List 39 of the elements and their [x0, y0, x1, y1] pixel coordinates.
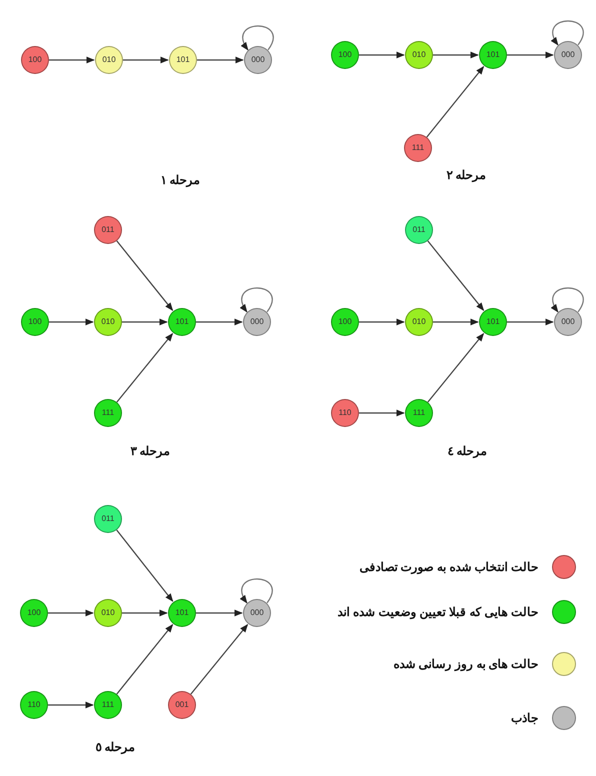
arrow	[190, 624, 248, 695]
arrow	[359, 318, 405, 326]
stage-label: مرحله ٤	[447, 443, 487, 460]
legend-text: حالت های به روز رسانی شده	[393, 656, 538, 673]
arrow	[123, 56, 169, 64]
arrow	[433, 318, 479, 326]
legend-text: حالت انتخاب شده به صورت تصادفی	[359, 559, 538, 576]
arrow	[433, 52, 479, 58]
arrow	[426, 66, 484, 138]
arrow	[122, 610, 168, 616]
self-loop-arrow	[240, 578, 273, 604]
stage-label: مرحله ۳	[130, 443, 170, 460]
stage-label: مرحله ٥	[95, 739, 135, 756]
arrow	[49, 318, 94, 326]
legend-text: جاذب	[511, 710, 538, 727]
self-loop-arrow	[551, 287, 584, 313]
arrow	[359, 410, 405, 416]
arrow	[427, 240, 484, 311]
arrow	[196, 610, 243, 616]
arrow	[116, 624, 174, 694]
arrow	[196, 318, 243, 326]
arrow	[49, 56, 95, 64]
arrow	[122, 318, 168, 326]
arrow	[507, 52, 554, 58]
self-loop-arrow	[241, 25, 274, 51]
arrow	[116, 240, 174, 311]
stage-label: مرحله ۲	[446, 167, 486, 184]
self-loop-arrow	[240, 287, 273, 313]
stage-label: مرحله ۱	[160, 172, 200, 189]
arrow	[48, 610, 94, 616]
arrow	[507, 318, 554, 326]
arrow	[197, 56, 244, 64]
arrow	[48, 702, 94, 708]
arrow	[116, 332, 174, 403]
self-loop-arrow	[551, 20, 584, 46]
arrow	[359, 52, 405, 58]
arrow	[427, 332, 484, 403]
legend-text: حالت هایی که قبلا تعیین وضعیت شده اند	[338, 604, 538, 621]
arrow	[116, 530, 174, 602]
